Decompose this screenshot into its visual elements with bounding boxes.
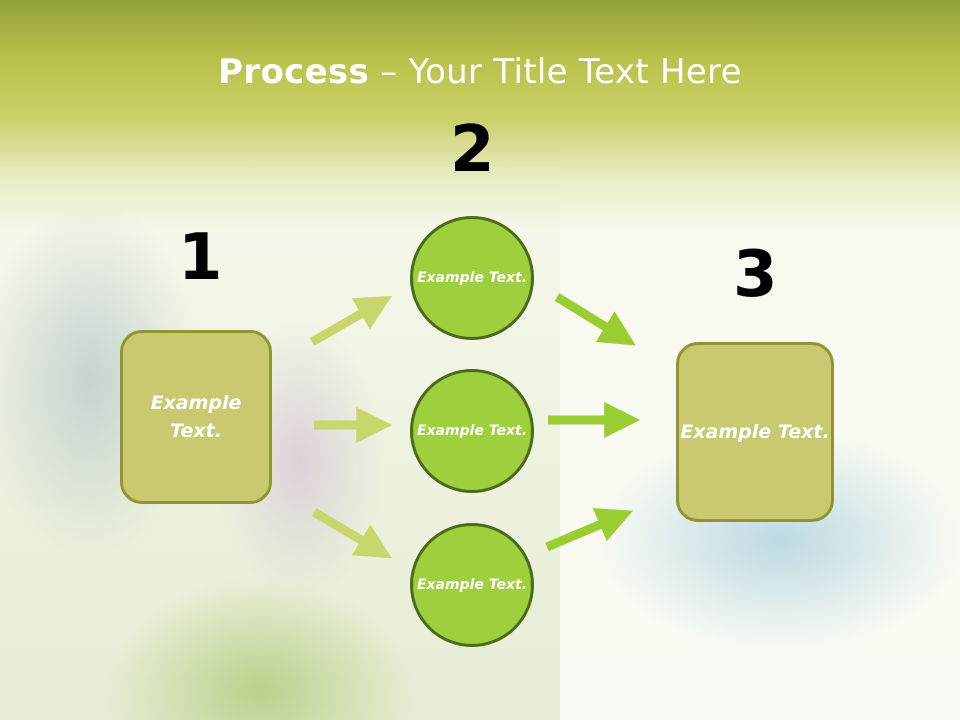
- arrow-1-to-bottom: [311, 508, 392, 559]
- arrow-top-to-3: [554, 293, 636, 346]
- step1-box: Example Text.: [120, 330, 272, 504]
- step2-circle-middle-text: Example Text.: [416, 422, 528, 439]
- title-rest: – Your Title Text Here: [369, 52, 742, 92]
- step1-text: Example Text.: [150, 391, 242, 443]
- title-bold: Process: [218, 52, 370, 92]
- step3-text: Example Text.: [680, 420, 830, 443]
- step3-number: 3: [733, 238, 778, 312]
- arrow-bottom-to-3: [545, 508, 633, 552]
- step2-circle-bottom-text: Example Text.: [416, 576, 528, 593]
- step2-circle-middle: Example Text.: [410, 369, 534, 493]
- slide-title: Process – Your Title Text Here: [0, 52, 960, 92]
- arrow-1-to-top: [309, 295, 393, 346]
- step2-number: 2: [450, 113, 495, 187]
- step2-circle-top: Example Text.: [410, 216, 534, 340]
- step3-box: Example Text.: [676, 342, 834, 522]
- step2-circle-bottom: Example Text.: [410, 523, 534, 647]
- step2-circle-top-text: Example Text.: [416, 269, 528, 286]
- step1-number: 1: [178, 221, 223, 295]
